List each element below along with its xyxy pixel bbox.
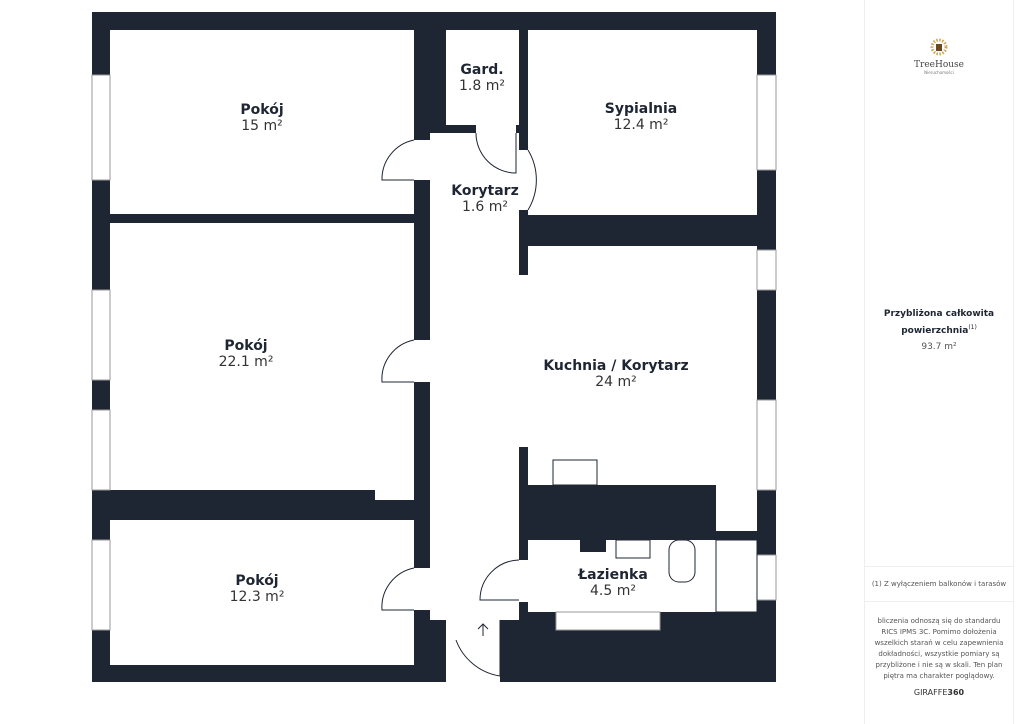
kitchen-counter xyxy=(528,485,716,552)
room-area: 4.5 m² xyxy=(590,583,636,599)
logo-name: TreeHouse xyxy=(914,60,964,70)
room-area: 1.6 m² xyxy=(462,199,508,215)
room-area: 15 m² xyxy=(241,118,283,134)
info-panel: TreeHouse Nieruchomości Przybliżona całk… xyxy=(864,0,1014,724)
room-name: Kuchnia / Korytarz xyxy=(543,358,689,374)
brand-b: 360 xyxy=(947,688,965,697)
total-label: Przybliżona całkowita powierzchnia xyxy=(883,309,995,336)
room-name: Pokój xyxy=(235,573,279,589)
room-name: Sypialnia xyxy=(604,101,678,117)
room-gard: Gard.1.8 m² xyxy=(459,62,505,94)
doors xyxy=(381,132,758,677)
room-name: Łazienka xyxy=(578,567,648,583)
room-name: Korytarz xyxy=(451,183,519,199)
room-area: 22.1 m² xyxy=(218,354,274,370)
room-area: 12.3 m² xyxy=(229,589,285,605)
total-value: 93.7 m² xyxy=(921,342,957,352)
disclaimer: bliczenia odnoszą się do standardu RICS … xyxy=(874,617,1004,680)
room-name: Gard. xyxy=(460,62,504,78)
logo: TreeHouse Nieruchomości xyxy=(865,38,1013,75)
brand-a: GIRAFFE xyxy=(913,688,948,697)
brand: GIRAFFE360 xyxy=(865,688,1013,697)
room-interiors xyxy=(110,30,757,682)
room-area: 12.4 m² xyxy=(613,117,669,133)
footnote: (1) Z wyłączeniem balkonów i tarasów xyxy=(865,566,1013,602)
room-name: Pokój xyxy=(240,102,284,118)
windows xyxy=(91,74,777,631)
total-area: Przybliżona całkowita powierzchnia(1) 93… xyxy=(865,308,1013,352)
tree-logo-icon xyxy=(930,38,948,56)
room-area: 24 m² xyxy=(595,374,637,390)
total-sup: (1) xyxy=(968,324,977,331)
room-name: Pokój xyxy=(224,338,268,354)
floor-plan xyxy=(91,12,777,682)
logo-sub: Nieruchomości xyxy=(924,70,954,75)
room-area: 1.8 m² xyxy=(459,78,505,94)
